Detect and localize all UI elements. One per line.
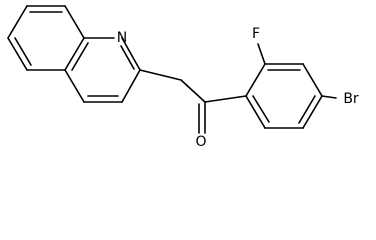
bond-c6-c5 xyxy=(7,37,28,71)
atom-nitrogen: N xyxy=(117,30,127,46)
atom-bromine: Br xyxy=(343,91,359,107)
bond-c2-f xyxy=(257,43,266,65)
bond-c1-c2-ar xyxy=(245,63,266,97)
bond-c4a-c8a xyxy=(64,37,85,71)
bond-c2-ch2 xyxy=(139,69,182,81)
bond-c8a-c8 xyxy=(64,5,85,39)
bond-c6-c1-ar xyxy=(245,95,266,129)
bond-c6-c5-double xyxy=(14,37,32,66)
bond-c6-c1-ar-double xyxy=(252,95,270,123)
bond-c4a-c8a-double xyxy=(71,42,89,71)
bond-n1-c2 xyxy=(121,37,141,71)
bond-n1-c2-double xyxy=(120,45,135,70)
atom-oxygen: O xyxy=(195,134,206,150)
molecule-structure: N F O Br xyxy=(7,5,359,150)
bond-c4-c5-ar-double xyxy=(298,95,316,124)
bond-c7-c6 xyxy=(7,5,28,39)
bond-c4-c5-ar xyxy=(302,95,323,129)
bond-ch2-co xyxy=(180,79,206,103)
bond-c3-c4-ar xyxy=(302,63,323,97)
bond-c2-c3 xyxy=(121,69,141,103)
bond-c4-c4a xyxy=(64,69,85,103)
bond-c4-br xyxy=(321,95,337,99)
bond-co-c1 xyxy=(204,95,247,103)
atom-fluorine: F xyxy=(252,26,260,42)
